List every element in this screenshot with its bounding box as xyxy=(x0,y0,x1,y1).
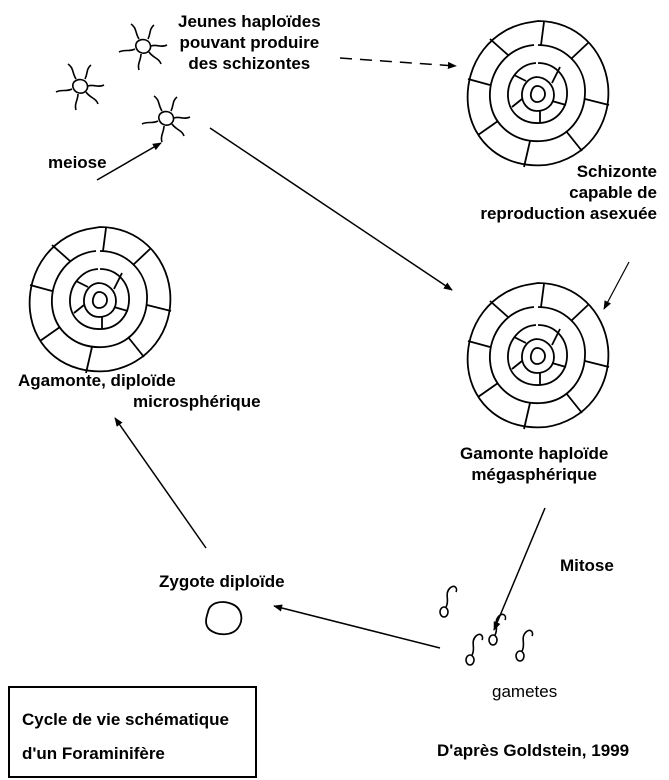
young-haploid-cell xyxy=(119,24,167,70)
young-haploid-cell xyxy=(142,96,190,142)
source-credit: D'après Goldstein, 1999 xyxy=(437,740,629,761)
gamont-shell xyxy=(468,283,609,429)
gamete-cell xyxy=(466,634,483,665)
agamont-label: Agamonte, diploïde microsphérique xyxy=(18,370,261,412)
caption-line: d'un Foraminifère xyxy=(22,744,165,764)
arrow-mitosis xyxy=(494,508,545,630)
haploid-young-label-line: Jeunes haploïdes xyxy=(178,11,321,32)
gamete-cell xyxy=(489,614,506,645)
schizont-label-line: reproduction asexuée xyxy=(480,203,657,224)
schizont-label-line: Schizonte xyxy=(480,161,657,182)
gamete-cell xyxy=(440,586,457,617)
schizont-shell xyxy=(468,21,609,167)
haploid-young-label: Jeunes haploïdes pouvant produire des sc… xyxy=(178,11,321,74)
gamont-label-line: mégasphérique xyxy=(460,464,608,485)
meiosis-label: meiose xyxy=(48,152,107,173)
schizont-label: Schizonte capable de reproduction asexué… xyxy=(480,161,657,224)
mitosis-label: Mitose xyxy=(560,555,614,576)
caption-line: Cycle de vie schématique xyxy=(22,710,229,730)
haploid-young-label-line: pouvant produire xyxy=(178,32,321,53)
agamont-label-line: Agamonte, diploïde xyxy=(18,370,261,391)
zygote-label: Zygote diploïde xyxy=(159,571,285,592)
schizont-label-line: capable de xyxy=(480,182,657,203)
gamont-label: Gamonte haploïde mégasphérique xyxy=(460,443,608,485)
arrow-haploid-to-schizont xyxy=(340,58,456,66)
haploid-young-label-line: des schizontes xyxy=(178,53,321,74)
arrow-meiosis xyxy=(97,143,161,180)
arrow-zygote-to-agamont xyxy=(115,418,206,548)
arrow-gametes-to-zygote xyxy=(274,606,440,648)
arrow-haploid-to-gamont xyxy=(210,128,452,290)
young-haploid-cell xyxy=(56,64,104,110)
gamete-cell xyxy=(516,630,533,661)
arrow-schizont-to-gamont xyxy=(604,262,629,309)
gametes-label: gametes xyxy=(492,681,557,702)
caption-box: Cycle de vie schématique d'un Foraminifè… xyxy=(8,686,257,778)
gamont-label-line: Gamonte haploïde xyxy=(460,443,608,464)
agamont-shell xyxy=(30,227,171,373)
zygote-cell xyxy=(206,602,241,634)
agamont-label-line: microsphérique xyxy=(18,391,261,412)
